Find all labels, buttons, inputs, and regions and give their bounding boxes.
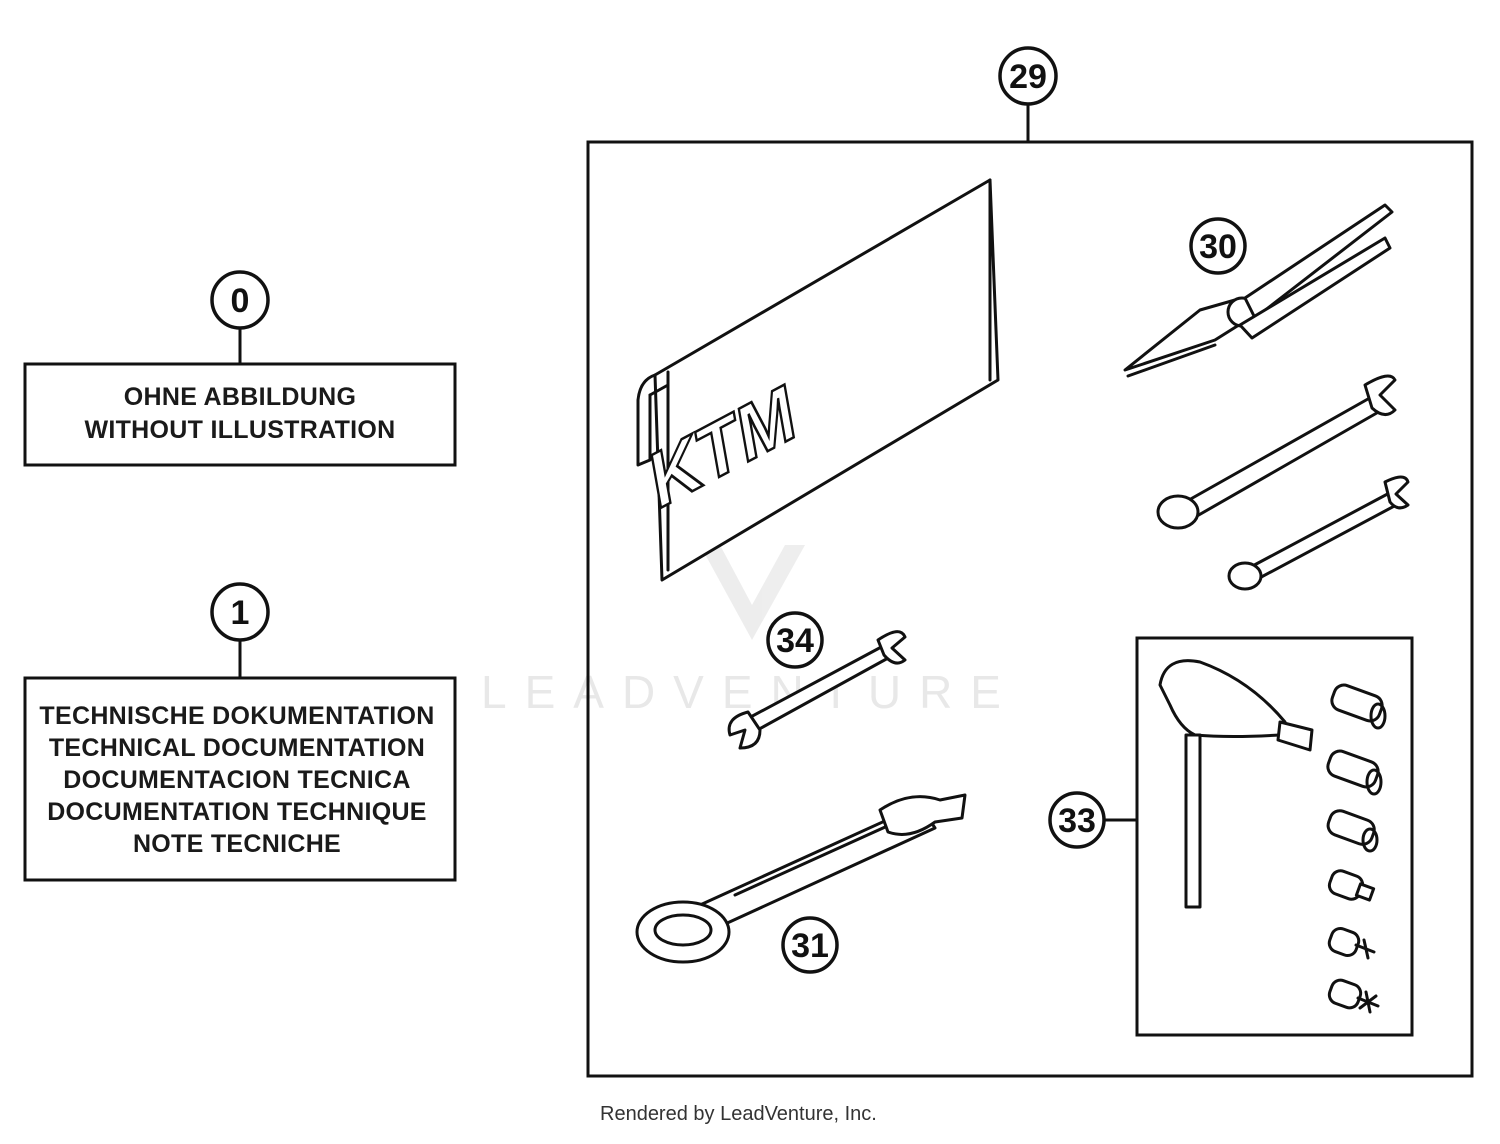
callout-34[interactable]: 34	[766, 611, 824, 669]
pliers[interactable]	[1123, 203, 1394, 378]
tech-doc-line-1: TECHNISCHE DOKUMENTATION	[39, 702, 434, 730]
open-end-wrench[interactable]	[727, 630, 907, 750]
technical-documentation-box: TECHNISCHE DOKUMENTATION TECHNICAL DOCUM…	[23, 676, 457, 882]
callout-34-label: 34	[776, 622, 814, 660]
socket-bit-1[interactable]	[1329, 682, 1387, 730]
socket-bit-5-tip	[1354, 938, 1376, 960]
socket-bit-1-end	[1369, 702, 1387, 730]
combination-spanner[interactable]	[635, 793, 967, 964]
socket-bit-6[interactable]	[1327, 978, 1380, 1014]
open-end-wrench-end-a	[727, 710, 762, 750]
spanner-head	[878, 793, 967, 836]
socket-bit-1-body	[1330, 683, 1384, 723]
combination-wrench-small[interactable]	[1227, 475, 1410, 591]
wrench-large-ring-end	[1156, 494, 1200, 530]
no-illustration-box: OHNE ABBILDUNG WITHOUT ILLUSTRATION	[23, 362, 457, 467]
footer-credit: Rendered by LeadVenture, Inc.	[600, 1103, 877, 1125]
callout-0-label: 0	[231, 282, 250, 320]
callout-1[interactable]: 1	[210, 582, 270, 642]
socket-bit-2-body	[1326, 749, 1380, 789]
wrench-small-ring-end	[1227, 561, 1263, 591]
watermark-text: LEADVENTURE	[481, 666, 1019, 718]
spanner-groove	[733, 816, 907, 897]
socket-bit-2[interactable]	[1325, 748, 1383, 796]
watermark: LEADVENTURE	[481, 450, 1019, 718]
tool-bag-flap	[636, 373, 657, 467]
callout-30-label: 30	[1199, 228, 1237, 266]
bit-set-frame	[1135, 636, 1414, 1037]
socket-bit-5-body	[1327, 926, 1361, 958]
tool-bag-body	[653, 178, 1000, 582]
t-handle-grip	[1158, 659, 1287, 738]
socket-bit-4-tip	[1354, 882, 1376, 902]
callout-0[interactable]: 0	[210, 270, 270, 330]
pliers-handle-upper	[1243, 203, 1394, 320]
socket-bit-5[interactable]	[1327, 926, 1376, 960]
tech-doc-line-2: TECHNICAL DOCUMENTATION	[49, 734, 425, 762]
socket-bit-3[interactable]	[1325, 808, 1379, 853]
callout-33[interactable]: 33	[1048, 791, 1106, 849]
socket-bit-3-end	[1361, 827, 1379, 853]
no-illustration-line-1: OHNE ABBILDUNG	[124, 383, 356, 411]
socket-bit-4[interactable]	[1327, 868, 1376, 902]
tech-doc-line-3: DOCUMENTACION TECNICA	[63, 766, 411, 794]
callout-33-label: 33	[1058, 802, 1096, 840]
socket-bit-2-end	[1365, 768, 1383, 796]
callout-29[interactable]: 29	[998, 46, 1058, 106]
open-end-wrench-end-b	[876, 630, 907, 665]
callout-34-ring	[766, 611, 824, 669]
combination-wrench-large[interactable]	[1156, 374, 1397, 530]
callout-29-label: 29	[1009, 58, 1047, 96]
no-illustration-frame	[23, 362, 457, 467]
pliers-jaw-lower	[1126, 343, 1217, 378]
callout-31-ring	[781, 916, 839, 974]
callout-30[interactable]: 30	[1189, 217, 1247, 275]
wrench-small-open-end	[1383, 475, 1410, 510]
t-handle-shaft	[1184, 733, 1202, 909]
wrench-small-shaft	[1243, 488, 1402, 584]
callout-31[interactable]: 31	[781, 916, 839, 974]
spanner-ring-hole	[653, 913, 713, 947]
callout-30-ring	[1189, 217, 1247, 275]
watermark-logo-icon	[700, 545, 805, 640]
spanner-ring	[635, 900, 731, 964]
no-illustration-line-2: WITHOUT ILLUSTRATION	[84, 416, 395, 444]
tool-bag[interactable]: KTM	[636, 178, 1000, 582]
t-handle-driver[interactable]	[1158, 659, 1314, 909]
wrench-large-shaft	[1178, 393, 1384, 522]
tool-bag-fold	[648, 383, 670, 397]
tech-doc-line-4: DOCUMENTATION TECHNIQUE	[47, 798, 427, 826]
socket-bit-6-body	[1327, 978, 1363, 1010]
socket-bit-3-body	[1326, 809, 1376, 846]
technical-documentation-frame	[23, 676, 457, 882]
bit-set[interactable]	[1325, 682, 1387, 1014]
callout-31-label: 31	[791, 927, 829, 965]
socket-bit-6-tip	[1356, 990, 1380, 1014]
callout-1-label: 1	[231, 594, 250, 632]
tool-kit-frame	[586, 140, 1474, 1078]
pliers-handle-lower	[1238, 236, 1392, 340]
t-handle-hex-socket	[1276, 720, 1314, 752]
wrench-large-open-end	[1363, 374, 1397, 416]
tech-doc-line-5: NOTE TECNICHE	[133, 830, 341, 858]
